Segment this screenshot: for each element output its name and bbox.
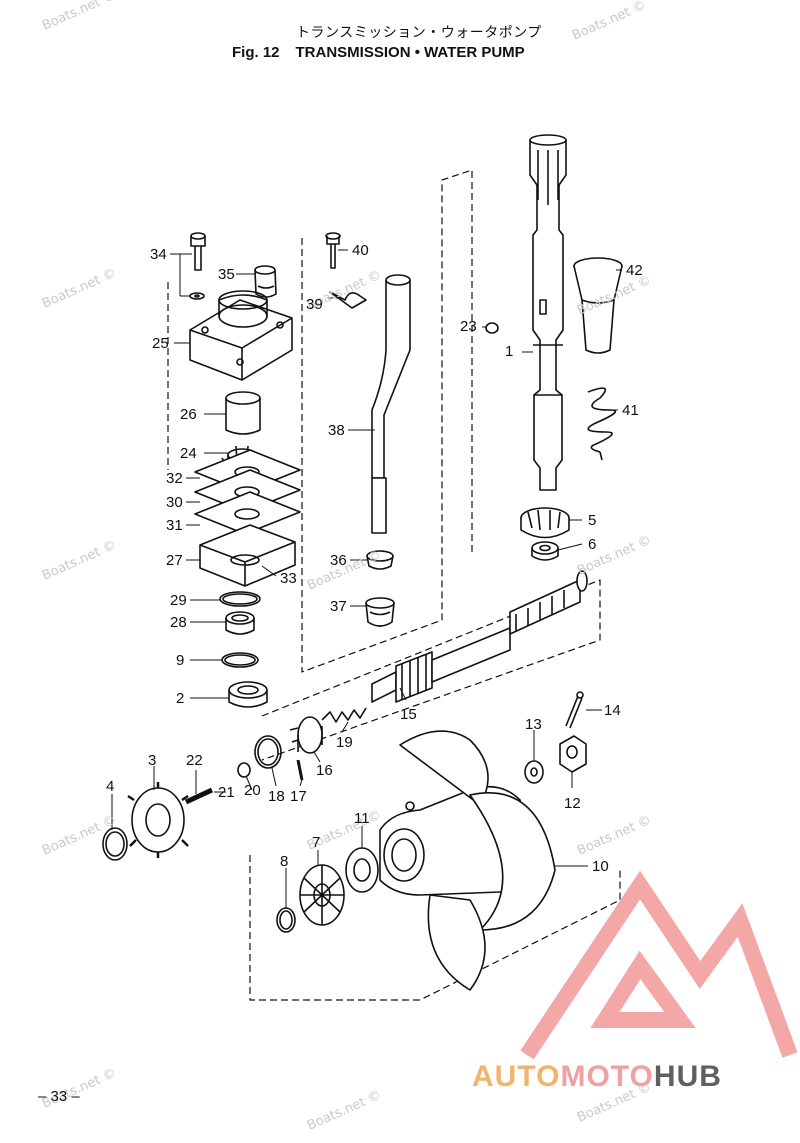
callout-28: 28: [170, 614, 187, 631]
callout-22: 22: [186, 752, 203, 769]
gasket-31: [194, 491, 301, 535]
title-japanese: トランスミッション・ウォータポンプ: [296, 25, 542, 41]
water-tube-grommet-36: [366, 550, 394, 570]
logo-mark: [520, 870, 798, 1060]
clutch-ring-18: [254, 735, 282, 769]
callout-14: 14: [604, 702, 621, 719]
pump-base: [199, 524, 296, 587]
callout-9: 9: [176, 652, 185, 669]
callout-10: 10: [592, 858, 609, 875]
callout-16: 16: [316, 762, 333, 779]
callout-17: 17: [290, 788, 307, 805]
dog-clutch: [289, 716, 323, 754]
callout-13: 13: [525, 716, 542, 733]
callout-35: 35: [218, 266, 235, 283]
propeller: [379, 730, 556, 991]
leader-lines: [111, 249, 622, 908]
callout-21: 21: [218, 784, 235, 801]
logo-word-moto: MOTO: [560, 1060, 654, 1093]
callout-15: 15: [400, 706, 417, 723]
bolt-40: [325, 232, 341, 269]
pinion-nut: [531, 541, 559, 561]
callout-34: 34: [150, 246, 167, 263]
clip-39: [329, 291, 367, 309]
callout-8: 8: [280, 853, 289, 870]
callout-33: 33: [280, 570, 297, 587]
cotter-pin-14: [565, 691, 584, 729]
pin-22: [184, 787, 214, 805]
bearing-2: [228, 681, 268, 708]
figure-title: Fig. 12 TRANSMISSION • WATER PUMP: [232, 44, 541, 61]
callout-24: 24: [180, 445, 197, 462]
callout-6: 6: [588, 536, 597, 553]
callout-42: 42: [626, 262, 643, 279]
figure-label: Fig. 12: [232, 44, 280, 61]
callout-23: 23: [460, 318, 477, 335]
logo-word-hub: HUB: [653, 1060, 722, 1093]
driveshaft-sleeve: [573, 257, 623, 354]
callout-41: 41: [622, 402, 639, 419]
shim-8: [276, 907, 296, 933]
callout-25: 25: [152, 335, 169, 352]
spring: [587, 387, 617, 461]
key-woodruff: [485, 322, 499, 334]
callout-31: 31: [166, 517, 183, 534]
callout-2: 2: [176, 690, 185, 707]
pump-housing: [189, 290, 293, 381]
callout-7: 7: [312, 834, 321, 851]
figure-name: TRANSMISSION • WATER PUMP: [295, 44, 525, 61]
forward-gear: [299, 864, 345, 926]
water-tube: [371, 274, 411, 534]
propeller-shaft: [371, 570, 588, 703]
callout-36: 36: [330, 552, 347, 569]
callout-27: 27: [166, 552, 183, 569]
oil-seal-28: [225, 611, 255, 635]
callout-12: 12: [564, 795, 581, 812]
callout-32: 32: [166, 470, 183, 487]
bolt-34: [189, 232, 206, 300]
reverse-gear: [127, 782, 189, 858]
ring-9: [221, 652, 259, 668]
pinion-gear: [520, 507, 570, 539]
cross-pin-17: [296, 759, 304, 781]
callout-3: 3: [148, 752, 157, 769]
callout-37: 37: [330, 598, 347, 615]
callout-19: 19: [336, 734, 353, 751]
logo-wordmark: AUTOMOTOHUB: [472, 1060, 722, 1094]
callout-39: 39: [306, 296, 323, 313]
pin-20: [237, 762, 251, 778]
upper-group-outline: [167, 169, 621, 1001]
callout-40: 40: [352, 242, 369, 259]
callout-20: 20: [244, 782, 261, 799]
callout-26: 26: [180, 406, 197, 423]
callout-4: 4: [106, 778, 115, 795]
shim-4: [102, 827, 128, 861]
water-tube-grommet-37: [365, 597, 395, 627]
callout-11: 11: [354, 810, 370, 827]
callout-5: 5: [588, 512, 597, 529]
thrust-hub: [345, 847, 379, 893]
washer-13: [524, 760, 544, 784]
pump-insert: [225, 391, 261, 435]
callout-1: 1: [505, 343, 514, 360]
page-number: – 33 –: [38, 1088, 80, 1105]
logo-word-auto: AUTO: [472, 1060, 561, 1093]
prop-nut-12: [559, 735, 587, 773]
callout-29: 29: [170, 592, 187, 609]
clutch-spring: [321, 707, 367, 723]
callout-30: 30: [166, 494, 183, 511]
driveshaft: [529, 134, 567, 491]
callout-18: 18: [268, 788, 285, 805]
o-ring-29: [219, 591, 261, 607]
callout-38: 38: [328, 422, 345, 439]
